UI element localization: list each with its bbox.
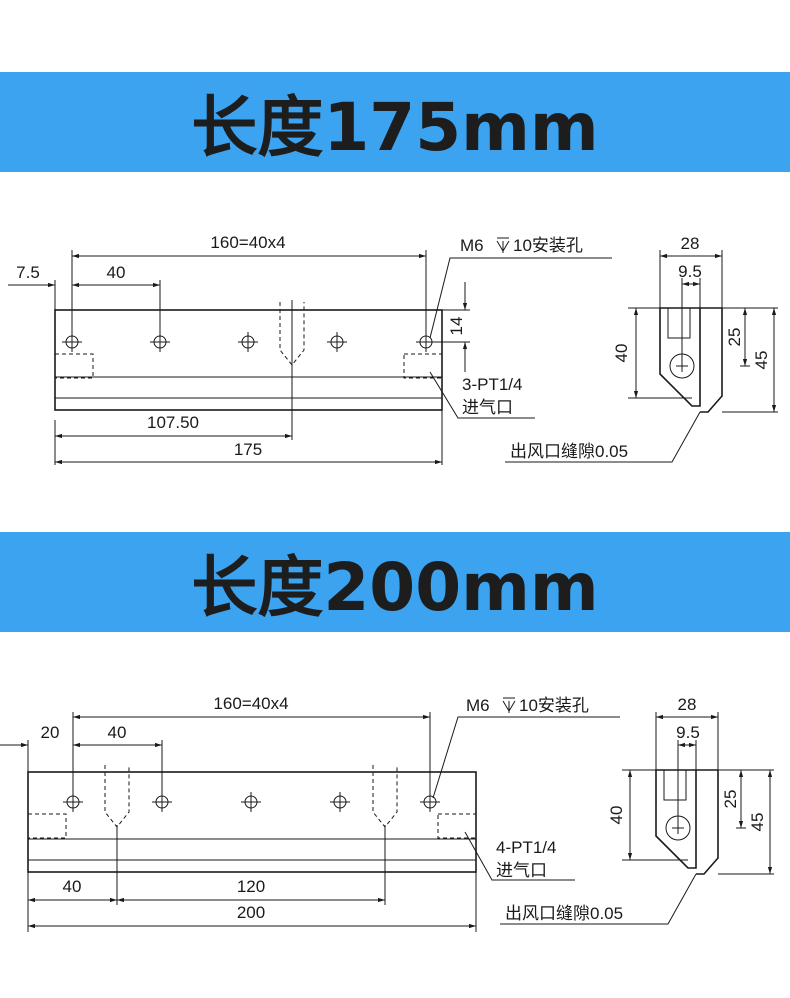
dim-hole-pattern: 160=40x4 (210, 233, 285, 252)
inlet-hidden-right (372, 765, 398, 828)
inlet-label: 进气口 (462, 398, 513, 417)
front-view: 160=40x4 40 20 40 120 200 M6 10安装孔 4-PT1… (0, 694, 620, 932)
rail-body (54, 309, 443, 411)
dim-pitch: 40 (108, 723, 127, 742)
dim-inlet-span: 120 (237, 877, 265, 896)
drawing-200: 160=40x4 40 20 40 120 200 M6 10安装孔 4-PT1… (0, 694, 774, 932)
mount-holes (63, 792, 440, 812)
inlet-count: 3-PT1/4 (462, 375, 522, 394)
dim-inlet-position: 107.50 (147, 413, 199, 432)
hole-depth-label: 10安装孔 (519, 696, 589, 715)
dim-hole-pattern: 160=40x4 (213, 694, 288, 713)
mount-holes (62, 332, 436, 352)
inlet-hidden (27, 813, 67, 839)
dim-total-length: 175 (234, 440, 262, 459)
outlet-gap-label: 出风口缝隙0.05 (510, 442, 628, 461)
rail-body (27, 771, 477, 873)
side-view: 28 9.5 40 25 45 出风口缝隙0.05 (500, 695, 774, 925)
side-height-40: 40 (607, 806, 626, 825)
dim-edge: 7.5 (16, 263, 40, 282)
dim-total-length: 200 (237, 903, 265, 922)
inlet-hidden (437, 813, 477, 839)
banner-length-175: 长度175mm (0, 72, 790, 172)
dim-pitch: 40 (107, 263, 126, 282)
side-height-40: 40 (612, 344, 631, 363)
side-width: 28 (681, 234, 700, 253)
side-view: 28 9.5 40 25 45 出风口缝隙0.05 (505, 234, 778, 463)
side-profile (659, 307, 701, 407)
inlet-hidden-left (104, 765, 130, 828)
side-width: 28 (678, 695, 697, 714)
banner-title: 长度175mm (191, 89, 599, 166)
hole-depth-label: 10安装孔 (513, 236, 583, 255)
inlet-count: 4-PT1/4 (496, 838, 556, 857)
banner-length-200: 长度200mm (0, 532, 790, 632)
inlet-hidden (54, 353, 94, 379)
side-offset: 9.5 (678, 262, 702, 281)
hole-callout: M6 (460, 236, 484, 255)
dim-hole-height: 14 (447, 317, 466, 336)
drawing-175: 160=40x4 40 7.5 107.50 175 14 M6 10安装孔 3… (8, 233, 778, 465)
banner-title: 长度200mm (191, 549, 599, 626)
front-view: 160=40x4 40 7.5 107.50 175 14 M6 10安装孔 3… (8, 233, 612, 465)
side-offset: 9.5 (676, 723, 700, 742)
dim-edge: 20 (41, 723, 60, 742)
hole-callout: M6 (466, 696, 490, 715)
side-profile (655, 769, 697, 869)
side-height-45: 45 (748, 813, 767, 832)
dim-inlet-left: 40 (63, 877, 82, 896)
inlet-hidden-center (279, 302, 305, 366)
side-height-45: 45 (752, 351, 771, 370)
side-height-25: 25 (725, 328, 744, 347)
side-height-25: 25 (721, 790, 740, 809)
inlet-hidden (403, 353, 443, 379)
outlet-gap-label: 出风口缝隙0.05 (505, 904, 623, 923)
inlet-label: 进气口 (496, 861, 547, 880)
